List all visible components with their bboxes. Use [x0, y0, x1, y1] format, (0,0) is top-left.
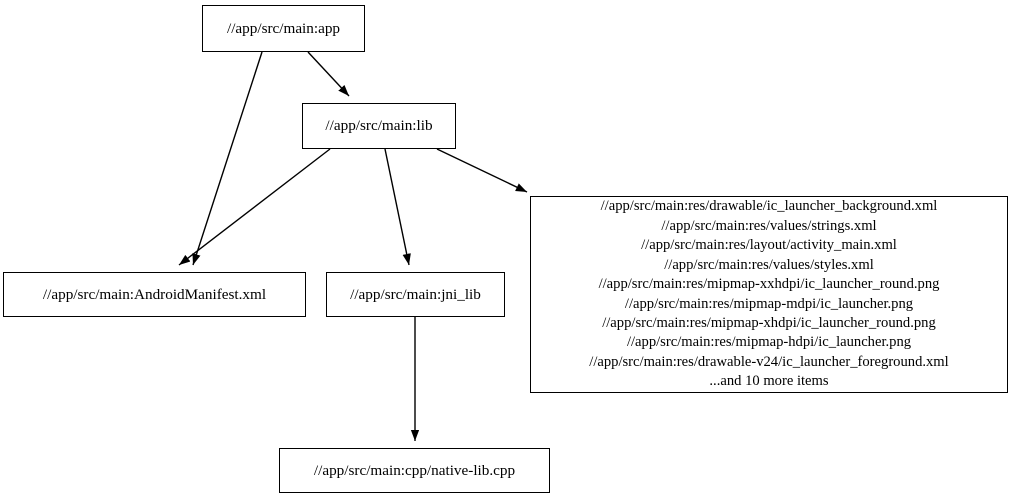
graph-node-app-label: //app/src/main:app: [226, 19, 341, 37]
edge-app-to-lib: [307, 51, 350, 97]
graph-node-native-lib-cpp-label: //app/src/main:cpp/native-lib.cpp: [313, 461, 516, 479]
graph-node-app[interactable]: //app/src/main:app: [202, 5, 365, 52]
graph-node-jni-lib-label: //app/src/main:jni_lib: [350, 285, 481, 303]
graph-node-android-manifest[interactable]: //app/src/main:AndroidManifest.xml: [3, 272, 306, 317]
graph-node-jni-lib[interactable]: //app/src/main:jni_lib: [326, 272, 505, 317]
graph-node-res-group-label: //app/src/main:res/drawable/ic_launcher_…: [589, 198, 949, 390]
edge-lib-to-res: [436, 148, 528, 193]
graph-node-lib[interactable]: //app/src/main:lib: [302, 103, 456, 149]
graph-node-lib-label: //app/src/main:lib: [325, 117, 433, 135]
graph-node-android-manifest-label: //app/src/main:AndroidManifest.xml: [42, 285, 267, 303]
edge-app-to-manifest: [192, 51, 263, 266]
graph-node-res-group[interactable]: //app/src/main:res/drawable/ic_launcher_…: [530, 196, 1008, 393]
graph-node-native-lib-cpp[interactable]: //app/src/main:cpp/native-lib.cpp: [279, 448, 550, 493]
edge-lib-to-jni-lib: [384, 148, 411, 266]
edge-lib-to-manifest: [178, 148, 331, 266]
